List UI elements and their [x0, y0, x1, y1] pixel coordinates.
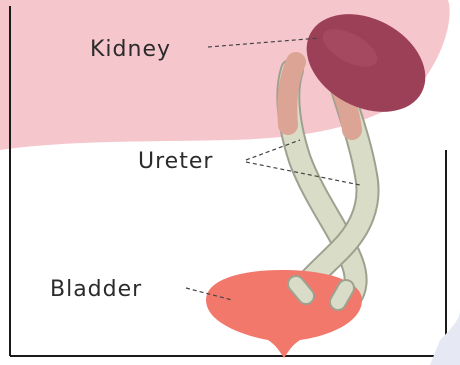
- ureter-end-left-fill: [296, 284, 306, 296]
- ureter-upper-left: [287, 62, 296, 125]
- bladder-label: Bladder: [50, 277, 142, 302]
- ureter-label: Ureter: [138, 149, 213, 174]
- ureter-end-right-fill: [338, 288, 346, 302]
- kidney-label: Kidney: [90, 37, 171, 62]
